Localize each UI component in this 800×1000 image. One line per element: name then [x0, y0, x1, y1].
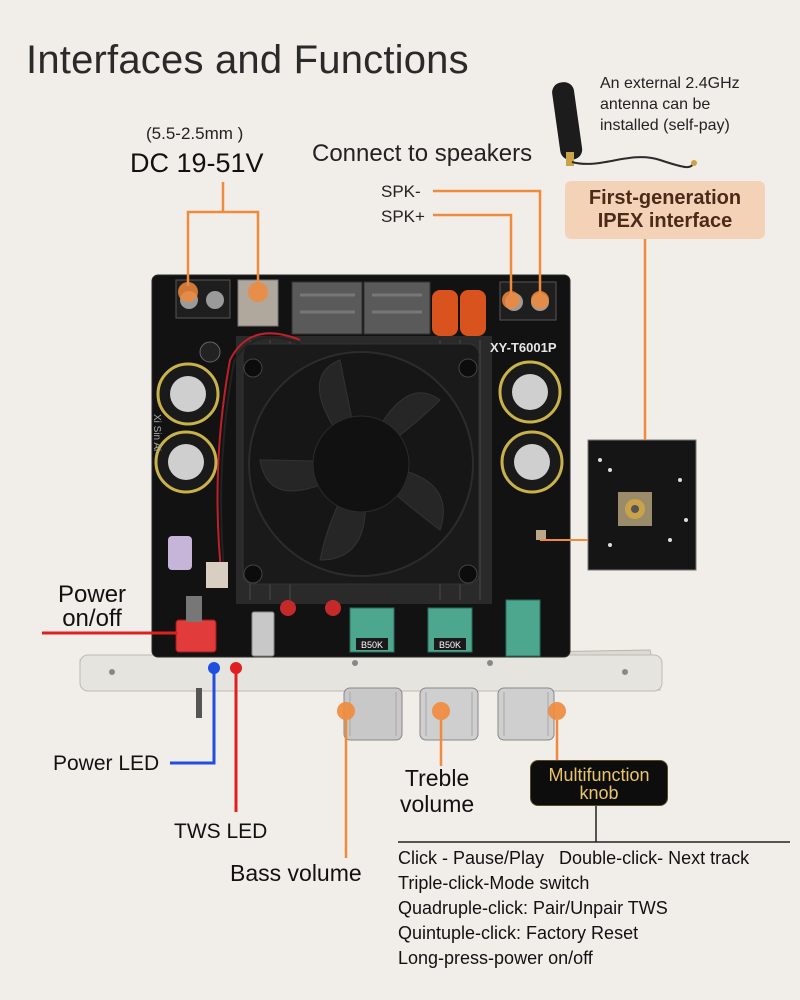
- page-title: Interfaces and Functions: [26, 38, 469, 82]
- multifunction-knob-label: Multifunction knob: [530, 760, 668, 806]
- bass-volume-label: Bass volume: [230, 860, 362, 886]
- pot-label-bass: B50K: [361, 640, 383, 650]
- antenna-note: An external 2.4GHz antenna can be instal…: [600, 73, 790, 136]
- antenna-note-line: antenna can be: [600, 96, 711, 113]
- knob-function-list: Click - Pause/Play Double-click- Next tr…: [398, 846, 749, 971]
- treble-volume-label-line: Treble: [404, 765, 470, 791]
- treble-volume-label-line: volume: [400, 791, 475, 817]
- spk-positive-label: SPK+: [381, 207, 425, 226]
- antenna-note-line: An external 2.4GHz: [600, 75, 740, 92]
- ipex-label-line: First-generation: [588, 187, 742, 209]
- knob-function-item: Long-press-power on/off: [398, 948, 593, 968]
- knob-function-item: Quadruple-click: Pair/Unpair TWS: [398, 898, 668, 918]
- dc-voltage-label: DC 19-51V: [130, 148, 264, 178]
- power-led-label: Power LED: [53, 752, 160, 775]
- pot-label-treble: B50K: [439, 640, 461, 650]
- knobs: [343, 687, 555, 741]
- multifunction-knob-label-line: Multifunction: [548, 765, 650, 785]
- treble-volume-label: Treble volume: [400, 765, 474, 817]
- antenna-image: [552, 82, 697, 169]
- ipex-label-line: IPEX interface: [597, 210, 733, 232]
- board-model-text: XY-T6001P: [490, 340, 557, 355]
- dc-connector-size: (5.5-2.5mm ): [146, 124, 244, 143]
- power-switch-label: Power on/off: [58, 583, 126, 631]
- power-switch-label-line: on/off: [62, 605, 122, 632]
- board-silk-text: Xi Sin Ai: [151, 414, 162, 451]
- speakers-heading: Connect to speakers: [312, 140, 533, 167]
- multifunction-knob-label-line: knob: [579, 783, 619, 803]
- ipex-label-box: First-generation IPEX interface: [565, 181, 765, 239]
- knob-function-item: Click - Pause/Play Double-click- Next tr…: [398, 848, 750, 868]
- knob-function-item: Quintuple-click: Factory Reset: [398, 923, 639, 943]
- spk-negative-label: SPK-: [381, 182, 421, 201]
- knob-function-item: Triple-click-Mode switch: [398, 873, 590, 893]
- power-switch-label-line: Power: [58, 581, 127, 608]
- antenna-note-line: installed (self-pay): [600, 117, 730, 134]
- tws-led-label: TWS LED: [174, 820, 268, 843]
